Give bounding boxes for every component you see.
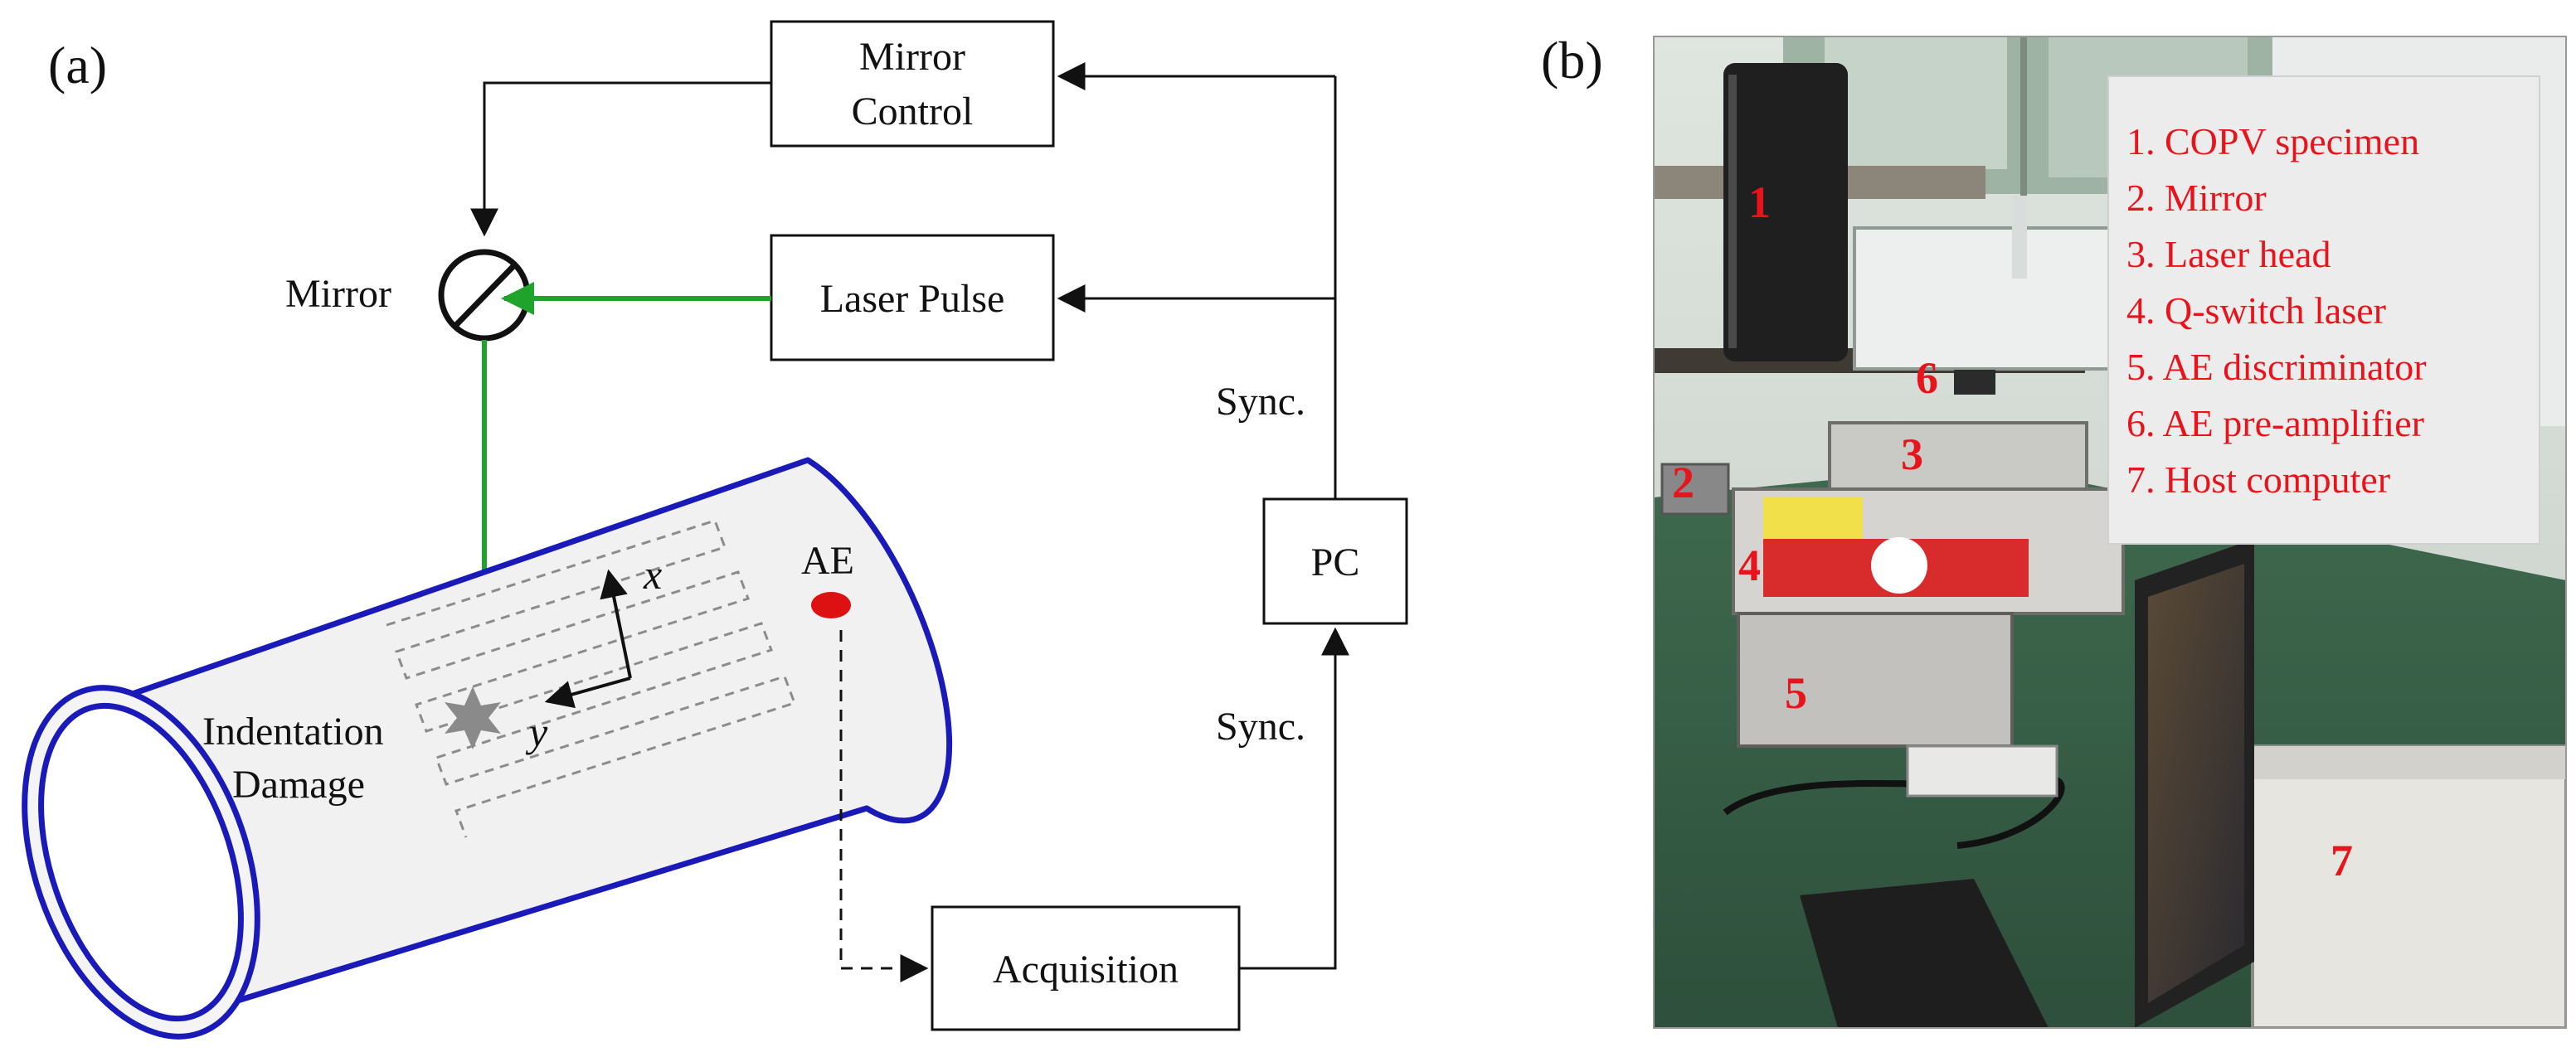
legend-item-2: 2. Mirror	[2126, 177, 2267, 219]
damage-label-line2: Damage	[232, 763, 365, 807]
legend-item-3: 3. Laser head	[2126, 233, 2331, 275]
mirror-control-label-line1: Mirror	[859, 35, 965, 79]
ae-label: AE	[801, 539, 854, 583]
panel-b: (b)	[1541, 31, 2567, 1029]
y-axis-arrow	[544, 676, 631, 709]
pc-label: PC	[1311, 541, 1360, 584]
legend-box	[2107, 75, 2540, 545]
legend-item-5: 5. AE discriminator	[2126, 346, 2427, 388]
acquisition-label: Acquisition	[993, 948, 1179, 992]
photo-number-2: 2	[1672, 458, 1694, 507]
legend-item-1: 1. COPV specimen	[2126, 120, 2419, 162]
legend-item-4: 4. Q-switch laser	[2126, 289, 2386, 332]
laser-pulse-label: Laser Pulse	[820, 277, 1005, 321]
sync-label-bottom: Sync.	[1216, 705, 1305, 749]
photo-number-1: 1	[1748, 177, 1771, 227]
panel-a-label: (a)	[48, 36, 107, 95]
x-axis-label: x	[643, 551, 662, 598]
panel-b-label: (b)	[1541, 31, 1603, 90]
photo-number-3: 3	[1901, 429, 1923, 479]
mirror-control-box: Mirror Control	[770, 20, 1055, 148]
acquisition-box: Acquisition	[931, 905, 1241, 1031]
mirror-symbol	[438, 249, 531, 342]
scan-path	[386, 519, 796, 838]
copv-cylinder	[22, 457, 953, 1040]
photo-number-6: 6	[1916, 353, 1938, 403]
y-axis-label: y	[525, 709, 548, 755]
legend-item-7: 7. Host computer	[2126, 458, 2390, 501]
ae-signal-dashed-arrow	[839, 630, 929, 982]
photo-number-4: 4	[1738, 541, 1761, 590]
ae-sensor	[811, 592, 851, 618]
arrow-acquisition-to-pc	[1239, 627, 1349, 970]
photo-number-5: 5	[1785, 668, 1807, 718]
mirror-control-label-line2: Control	[852, 90, 974, 133]
pc-box: PC	[1262, 497, 1408, 625]
damage-label-line1: Indentation	[202, 710, 384, 754]
photo-number-7: 7	[2331, 836, 2353, 885]
legend-item-6: 6. AE pre-amplifier	[2126, 402, 2424, 444]
laser-pulse-box: Laser Pulse	[770, 234, 1055, 361]
x-axis-arrow	[600, 569, 632, 679]
panel-a: (a) Mirror Control Laser Pulse PC Acquis…	[22, 20, 1408, 1040]
lab-photo: 1. COPV specimen 2. Mirror 3. Laser head…	[1653, 36, 2567, 1029]
arrow-mirror-control-to-mirror	[470, 81, 771, 237]
local-axes: x y	[525, 551, 662, 755]
damage-star	[445, 686, 501, 749]
mirror-label: Mirror	[285, 272, 391, 316]
sync-label-top: Sync.	[1216, 380, 1305, 424]
